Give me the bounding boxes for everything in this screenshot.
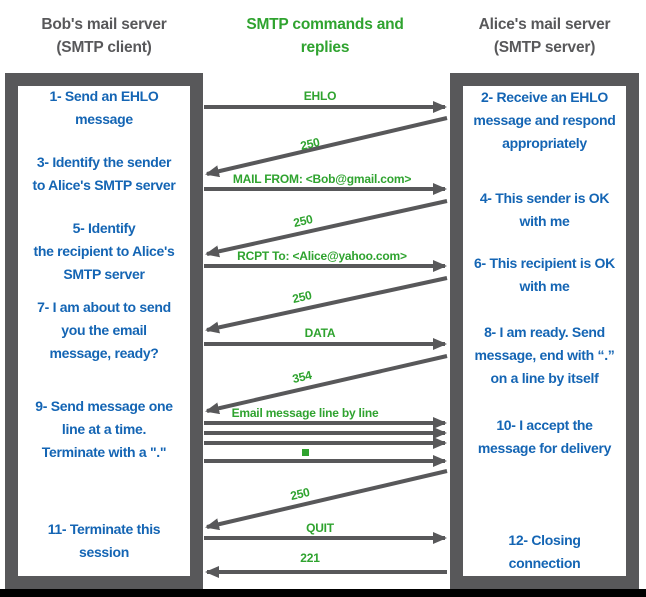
label-221-reply: 221 xyxy=(300,551,320,565)
server-column-title: Alice's mail server (SMTP server) xyxy=(478,16,611,56)
server-step-8: 8- I am ready. Send message, end with “.… xyxy=(474,324,615,386)
server-step-12: 12- Closing connection xyxy=(508,532,581,571)
client-step-11: 11- Terminate this session xyxy=(47,521,161,560)
client-box xyxy=(5,73,203,589)
arrow-354-reply xyxy=(205,354,448,415)
center-column-title: SMTP commands and replies xyxy=(246,16,404,56)
client-step-5: 5- Identify the recipient to Alice's SMT… xyxy=(33,220,175,282)
label-mail-from: MAIL FROM: <Bob@gmail.com> xyxy=(232,172,412,186)
server-box xyxy=(450,73,639,589)
client-step-1: 1- Send an EHLO message xyxy=(49,88,159,127)
label-rcpt-to: RCPT To: <Alice@yahoo.com> xyxy=(237,249,407,263)
label-ehlo: EHLO xyxy=(303,89,337,103)
bottom-border-bar xyxy=(0,589,646,597)
arrow-250-reply-1 xyxy=(205,116,448,178)
client-step-7: 7- I am about to send you the email mess… xyxy=(37,299,171,361)
label-data: DATA xyxy=(304,326,336,340)
server-step-4: 4- This sender is OK with me xyxy=(479,190,610,229)
client-column-title: Bob's mail server (SMTP client) xyxy=(41,16,167,56)
arrow-250-reply-2 xyxy=(205,199,448,258)
server-step-10: 10- I accept the message for delivery xyxy=(477,417,612,456)
client-step-9: 9- Send message one line at a time. Term… xyxy=(35,398,173,460)
server-step-2: 2- Receive an EHLO message and respond a… xyxy=(473,89,616,151)
label-quit: QUIT xyxy=(306,521,334,535)
client-step-3: 3- Identify the sender to Alice's SMTP s… xyxy=(32,154,176,193)
label-email-lines: Email message line by line xyxy=(231,406,379,420)
arrow-250-reply-4 xyxy=(205,469,448,531)
terminating-dot-icon xyxy=(302,449,309,456)
arrow-250-reply-3 xyxy=(205,276,448,334)
server-step-6: 6- This recipient is OK with me xyxy=(474,255,615,294)
